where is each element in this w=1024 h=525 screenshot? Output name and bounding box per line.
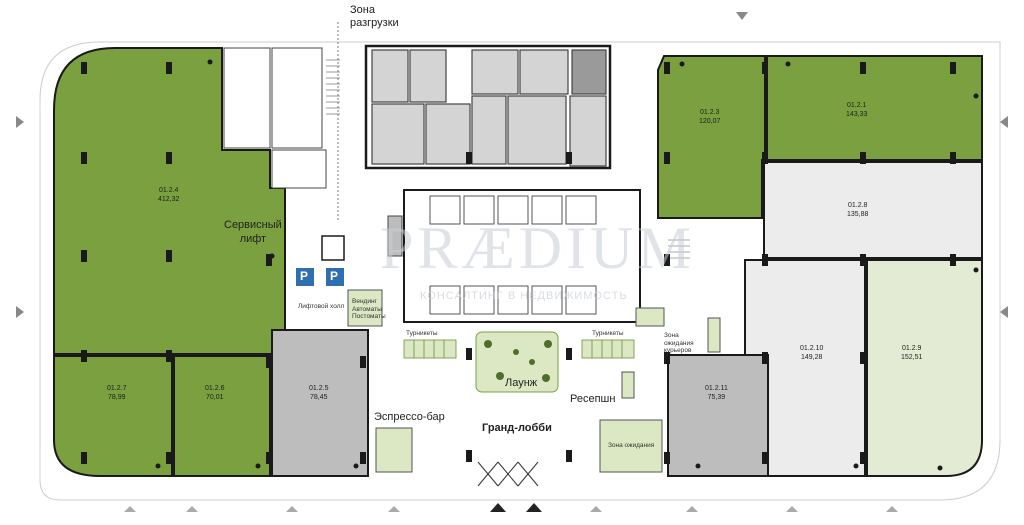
- small-green-box: [707, 317, 721, 353]
- turnstiles-right-lines: [591, 340, 623, 358]
- lavatory-frame: [403, 189, 641, 323]
- parking-box-2: [326, 268, 344, 286]
- unit-01-2-4-shape[interactable]: [53, 47, 286, 355]
- outer-facade-line: [39, 41, 1001, 501]
- core-top-frame: [364, 44, 612, 170]
- service-lift-box: [321, 235, 345, 261]
- reception-desk: [621, 371, 635, 399]
- core-top-rooms: [371, 49, 607, 167]
- drop-markers: [155, 59, 979, 471]
- turnstiles-right-set: [581, 339, 635, 359]
- unit-01-2-9-shape[interactable]: [866, 259, 983, 477]
- side-arrows: [16, 12, 1008, 318]
- unit-01-2-7-shape[interactable]: [53, 355, 173, 477]
- unit-01-2-3-shape[interactable]: [657, 55, 766, 219]
- unit-01-2-8-shape[interactable]: [763, 161, 983, 259]
- bottom-arrows: [124, 503, 898, 512]
- espresso-bar-area: [375, 427, 413, 473]
- unit-01-2-1-shape[interactable]: [766, 55, 983, 161]
- core-dark-room: [571, 49, 607, 95]
- unit-01-2-5-shape[interactable]: [271, 329, 369, 477]
- entrance-doors: [477, 461, 539, 487]
- parking-box-1: [296, 268, 314, 286]
- turnstiles-left-set: [403, 339, 457, 359]
- vending-area: [347, 289, 383, 327]
- turnstiles-left-lines: [413, 340, 445, 358]
- courier-box: [635, 307, 665, 327]
- lift-shaft-left: [387, 215, 403, 257]
- service-rooms-left: [223, 47, 327, 189]
- unit-01-2-11-shape[interactable]: [667, 354, 769, 477]
- waiting-zone-area: [599, 419, 663, 473]
- columns: [81, 62, 956, 464]
- lounge-plants: [484, 340, 552, 382]
- unit-01-2-6-shape[interactable]: [173, 355, 271, 477]
- lavatory-blocks: [429, 195, 597, 315]
